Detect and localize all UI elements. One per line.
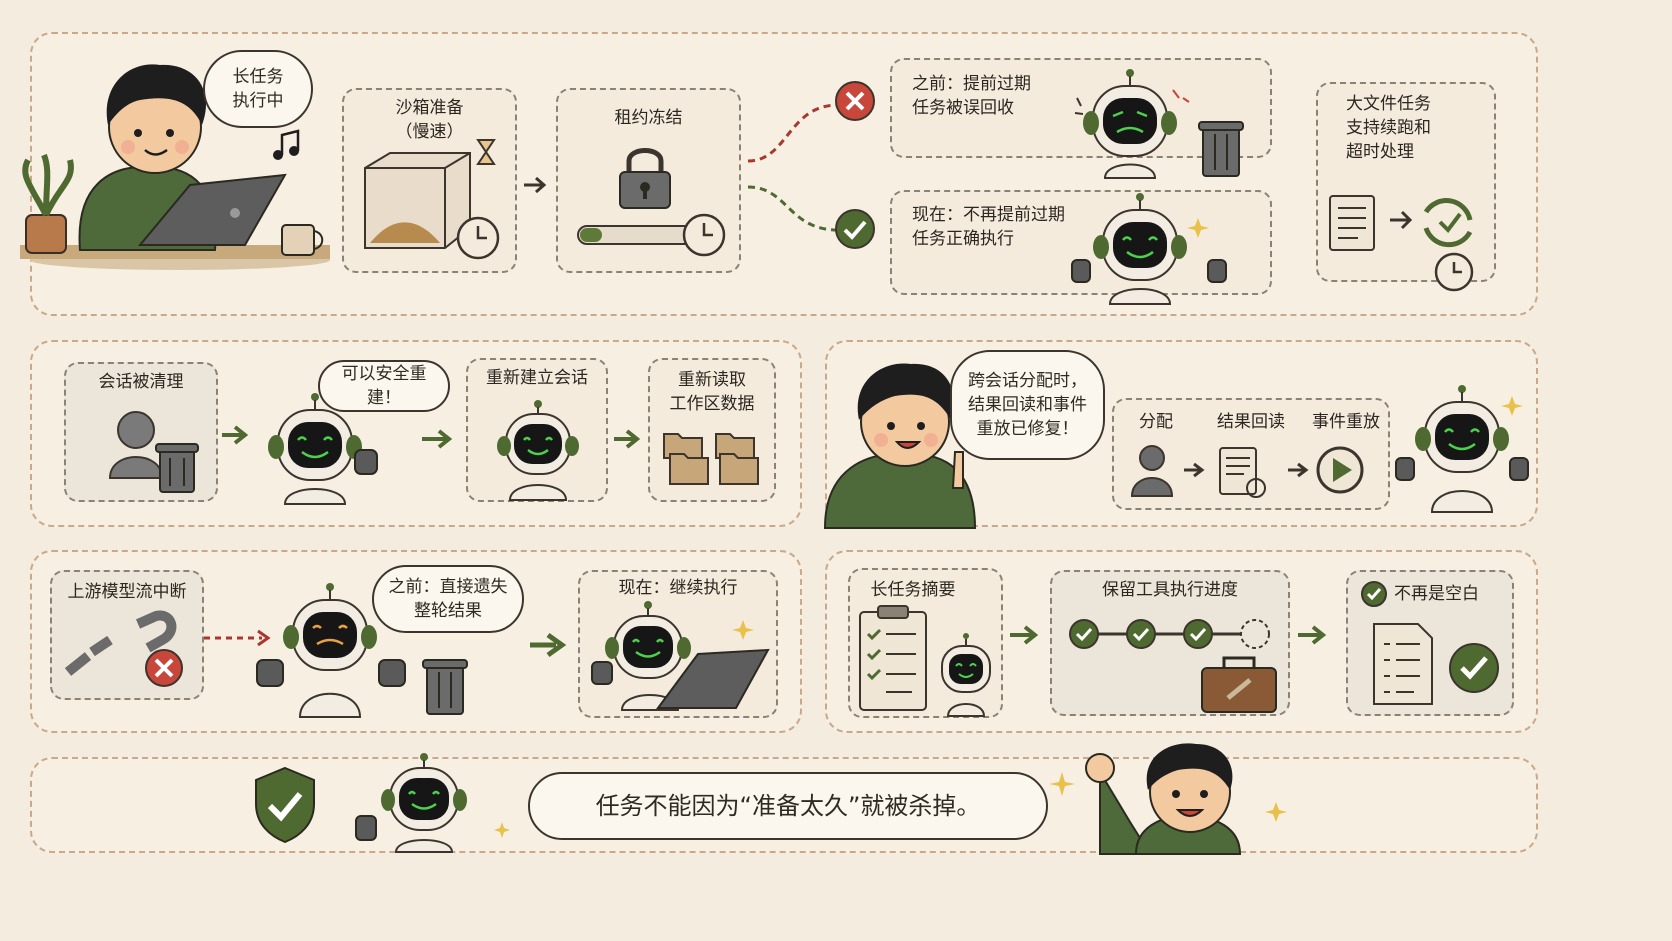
sandbox-prep-label: 沙箱准备 （慢速） xyxy=(395,98,464,142)
document-check-icon xyxy=(1373,623,1499,705)
lease-freeze-label: 租约冻结 xyxy=(614,108,683,128)
arrow-robot-to-continue xyxy=(530,632,567,658)
footer-banner-text: 任务不能因为“准备太久”就被杀掉。 xyxy=(528,772,1048,840)
arrow-robot-to-rebuild xyxy=(422,429,453,449)
now-no-expiry-text: 现在：不再提前过期 任务正确执行 xyxy=(912,205,1065,249)
document-refresh-icon xyxy=(1219,447,1266,498)
robot-thumbs-up-right xyxy=(1395,385,1529,513)
robot-worried-illustration xyxy=(256,583,468,718)
robot-waving-illustration xyxy=(268,393,378,505)
boy-pointing-illustration xyxy=(823,363,977,529)
happy-robot-thumbs-illustration xyxy=(1071,193,1227,305)
before-expiry-text: 之前：提前过期 任务被误回收 xyxy=(912,74,1031,118)
sad-robot-trash-illustration xyxy=(1074,69,1244,179)
session-cleared-label: 会话被清理 xyxy=(98,372,184,392)
replay-icon xyxy=(1316,446,1364,494)
step-replay-label: 事件重放 xyxy=(1312,412,1380,432)
speech-bubble-before-loss: 之前：直接遗失 整轮结果 xyxy=(372,565,524,633)
keep-progress-label: 保留工具执行进度 xyxy=(1102,580,1238,600)
arrow-summary-to-progress xyxy=(1010,625,1039,645)
continue-exec-label: 现在：继续执行 xyxy=(618,578,738,598)
arrow-rebuild-to-reread xyxy=(614,429,641,449)
step-readback-label: 结果回读 xyxy=(1217,412,1285,432)
arrow-cleared-to-robot xyxy=(222,425,249,445)
robot-laptop-illustration xyxy=(591,601,770,711)
lock-icon xyxy=(619,148,671,209)
user-icon xyxy=(1130,445,1174,497)
arrow-sandbox-to-lease xyxy=(524,176,547,194)
progress-bar-clock-icon xyxy=(577,213,726,257)
broken-chain-icon xyxy=(64,610,183,687)
long-summary-label: 长任务摘要 xyxy=(870,580,956,600)
boy-cheering-illustration xyxy=(1049,743,1287,855)
big-file-text: 大文件任务 支持续跑和 超时处理 xyxy=(1346,94,1431,162)
folders-icon xyxy=(663,433,759,485)
shield-check-icon xyxy=(255,766,315,844)
robot-smile-icon xyxy=(497,400,579,501)
error-x-icon xyxy=(835,81,875,121)
sandbox-cube-icon xyxy=(364,139,500,260)
speech-bubble-cross-session: 跨会话分配时， 结果回读和事件 重放已修复！ xyxy=(950,350,1105,460)
not-blank-check-icon xyxy=(1361,581,1387,607)
clipboard-robot-illustration xyxy=(859,605,991,717)
step-assign-label: 分配 xyxy=(1139,412,1173,432)
speech-bubble-rebuild: 可以安全重建！ xyxy=(318,360,450,412)
progress-steps-toolbox-icon xyxy=(1069,619,1277,713)
boy-laptop-illustration xyxy=(20,64,330,270)
branch-connectors xyxy=(747,103,839,232)
rebuild-session-label: 重新建立会话 xyxy=(486,368,588,388)
speech-bubble-long-task: 长任务 执行中 xyxy=(203,50,313,128)
flow-steps-icons xyxy=(1130,445,1364,498)
user-trash-icon xyxy=(108,411,199,493)
arrow-break-to-robot xyxy=(204,629,271,647)
success-check-icon xyxy=(835,209,875,249)
robot-thumbs-up-footer xyxy=(355,753,510,853)
not-blank-label: 不再是空白 xyxy=(1394,584,1479,604)
file-resume-icon xyxy=(1329,195,1474,292)
arrow-progress-to-notblank xyxy=(1298,625,1327,645)
reread-workspace-label: 重新读取 工作区数据 xyxy=(669,370,755,414)
step-check-icons xyxy=(1069,619,1213,649)
upstream-break-label: 上游模型流中断 xyxy=(67,582,187,602)
